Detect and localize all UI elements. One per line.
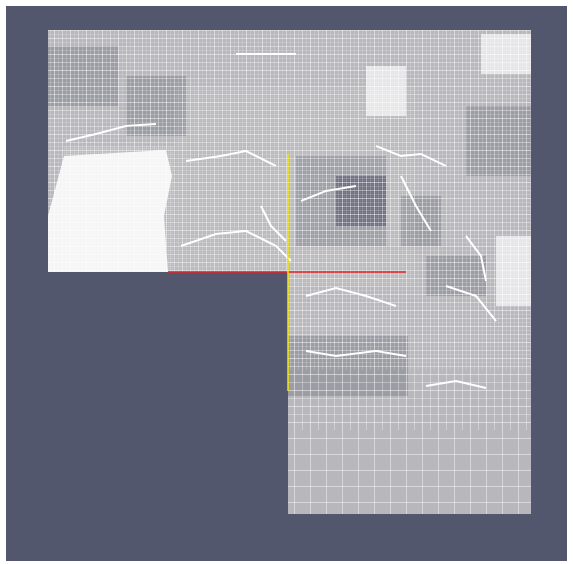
- axes-indicator: [168, 154, 406, 391]
- mesh-domain: [48, 30, 531, 514]
- mesh-scene[interactable]: [6, 6, 567, 561]
- render-viewport[interactable]: [6, 6, 567, 561]
- mesh-grid-level-4-b: [176, 86, 416, 286]
- mesh-contours: [65, 53, 497, 389]
- mesh-grid-level-4: [64, 146, 174, 272]
